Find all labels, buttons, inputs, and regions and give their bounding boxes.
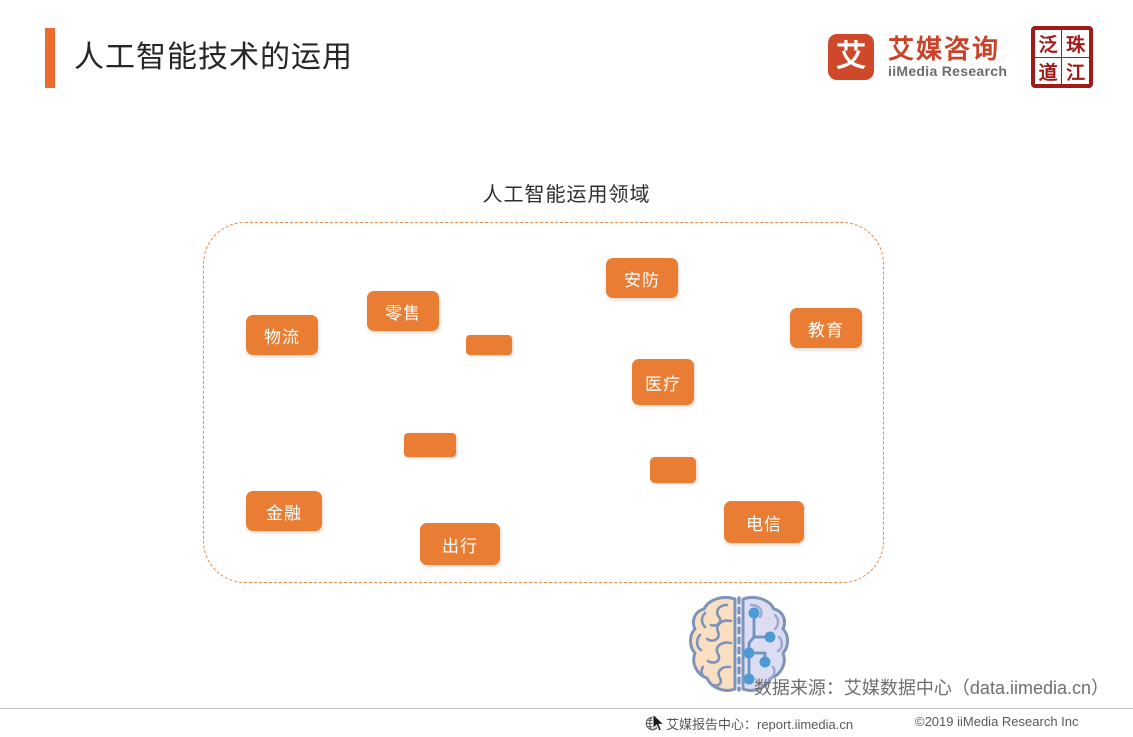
domain-box-label: 金融: [266, 503, 302, 523]
page-footer: 艾媒报告中心：report.iimedia.cn ©2019 iiMedia R…: [0, 710, 1133, 737]
brand-name-block: 艾媒咨询 iiMedia Research: [888, 35, 1007, 80]
chart-title: 人工智能运用领域: [482, 184, 651, 206]
red-seal-stamp-icon: 泛 珠 道 江: [1031, 26, 1094, 88]
footer-divider: [0, 708, 1133, 709]
seal-char: 珠: [1062, 30, 1090, 58]
domain-box-wuliu[interactable]: 物流: [246, 315, 318, 355]
brand-name-cn: 艾媒咨询: [888, 33, 1001, 64]
ai-brain-icon: [687, 591, 791, 698]
brand-logo-lockup: 艾 艾媒咨询 iiMedia Research 泛 珠 道 江: [828, 26, 1094, 88]
domain-box-label: 出行: [442, 536, 478, 556]
domain-box-chuxing[interactable]: 出行: [420, 523, 500, 565]
domain-box-dianxin[interactable]: 电信: [724, 501, 804, 543]
domain-box-label: 零售: [385, 303, 421, 323]
domain-box-label: 物流: [264, 327, 300, 347]
domain-box-lingshou[interactable]: 零售: [367, 291, 439, 331]
domain-box-blank-top[interactable]: [466, 335, 512, 355]
domain-box-blank-left[interactable]: [404, 433, 456, 457]
page-header: 人工智能技术的运用 艾 艾媒咨询 iiMedia Research 泛 珠 道 …: [0, 0, 1133, 110]
title-accent-bar: [45, 28, 55, 88]
brand-name-en: iiMedia Research: [888, 62, 1008, 79]
iimedia-logo-icon: 艾: [828, 34, 874, 80]
domain-box-blank-right[interactable]: [650, 457, 696, 483]
domain-box-jinrong[interactable]: 金融: [246, 491, 322, 531]
seal-char: 泛: [1035, 30, 1063, 58]
data-source-note: 数据来源：艾媒数据中心（data.iimedia.cn）: [753, 678, 1109, 698]
mouse-cursor-icon: [652, 713, 665, 732]
domain-box-jiaoyu[interactable]: 教育: [790, 308, 862, 348]
footer-copyright: ©2019 iiMedia Research Inc: [915, 714, 1079, 729]
domain-box-label: 电信: [746, 514, 782, 534]
domain-box-yiliao[interactable]: 医疗: [632, 359, 694, 405]
domain-box-label: 医疗: [645, 374, 681, 394]
footer-report-center[interactable]: 艾媒报告中心：report.iimedia.cn: [645, 714, 853, 733]
domain-box-label: 安防: [624, 270, 660, 290]
seal-char: 江: [1066, 62, 1086, 84]
domain-box-label: 教育: [808, 320, 844, 340]
ai-domains-container: 物流 零售 安防 教育 医疗 金融 出行 电信: [203, 222, 884, 692]
page-title: 人工智能技术的运用: [74, 41, 353, 74]
domain-box-anfang[interactable]: 安防: [606, 258, 678, 298]
seal-char: 道: [1035, 58, 1063, 84]
footer-left-text: 艾媒报告中心：report.iimedia.cn: [666, 717, 854, 732]
